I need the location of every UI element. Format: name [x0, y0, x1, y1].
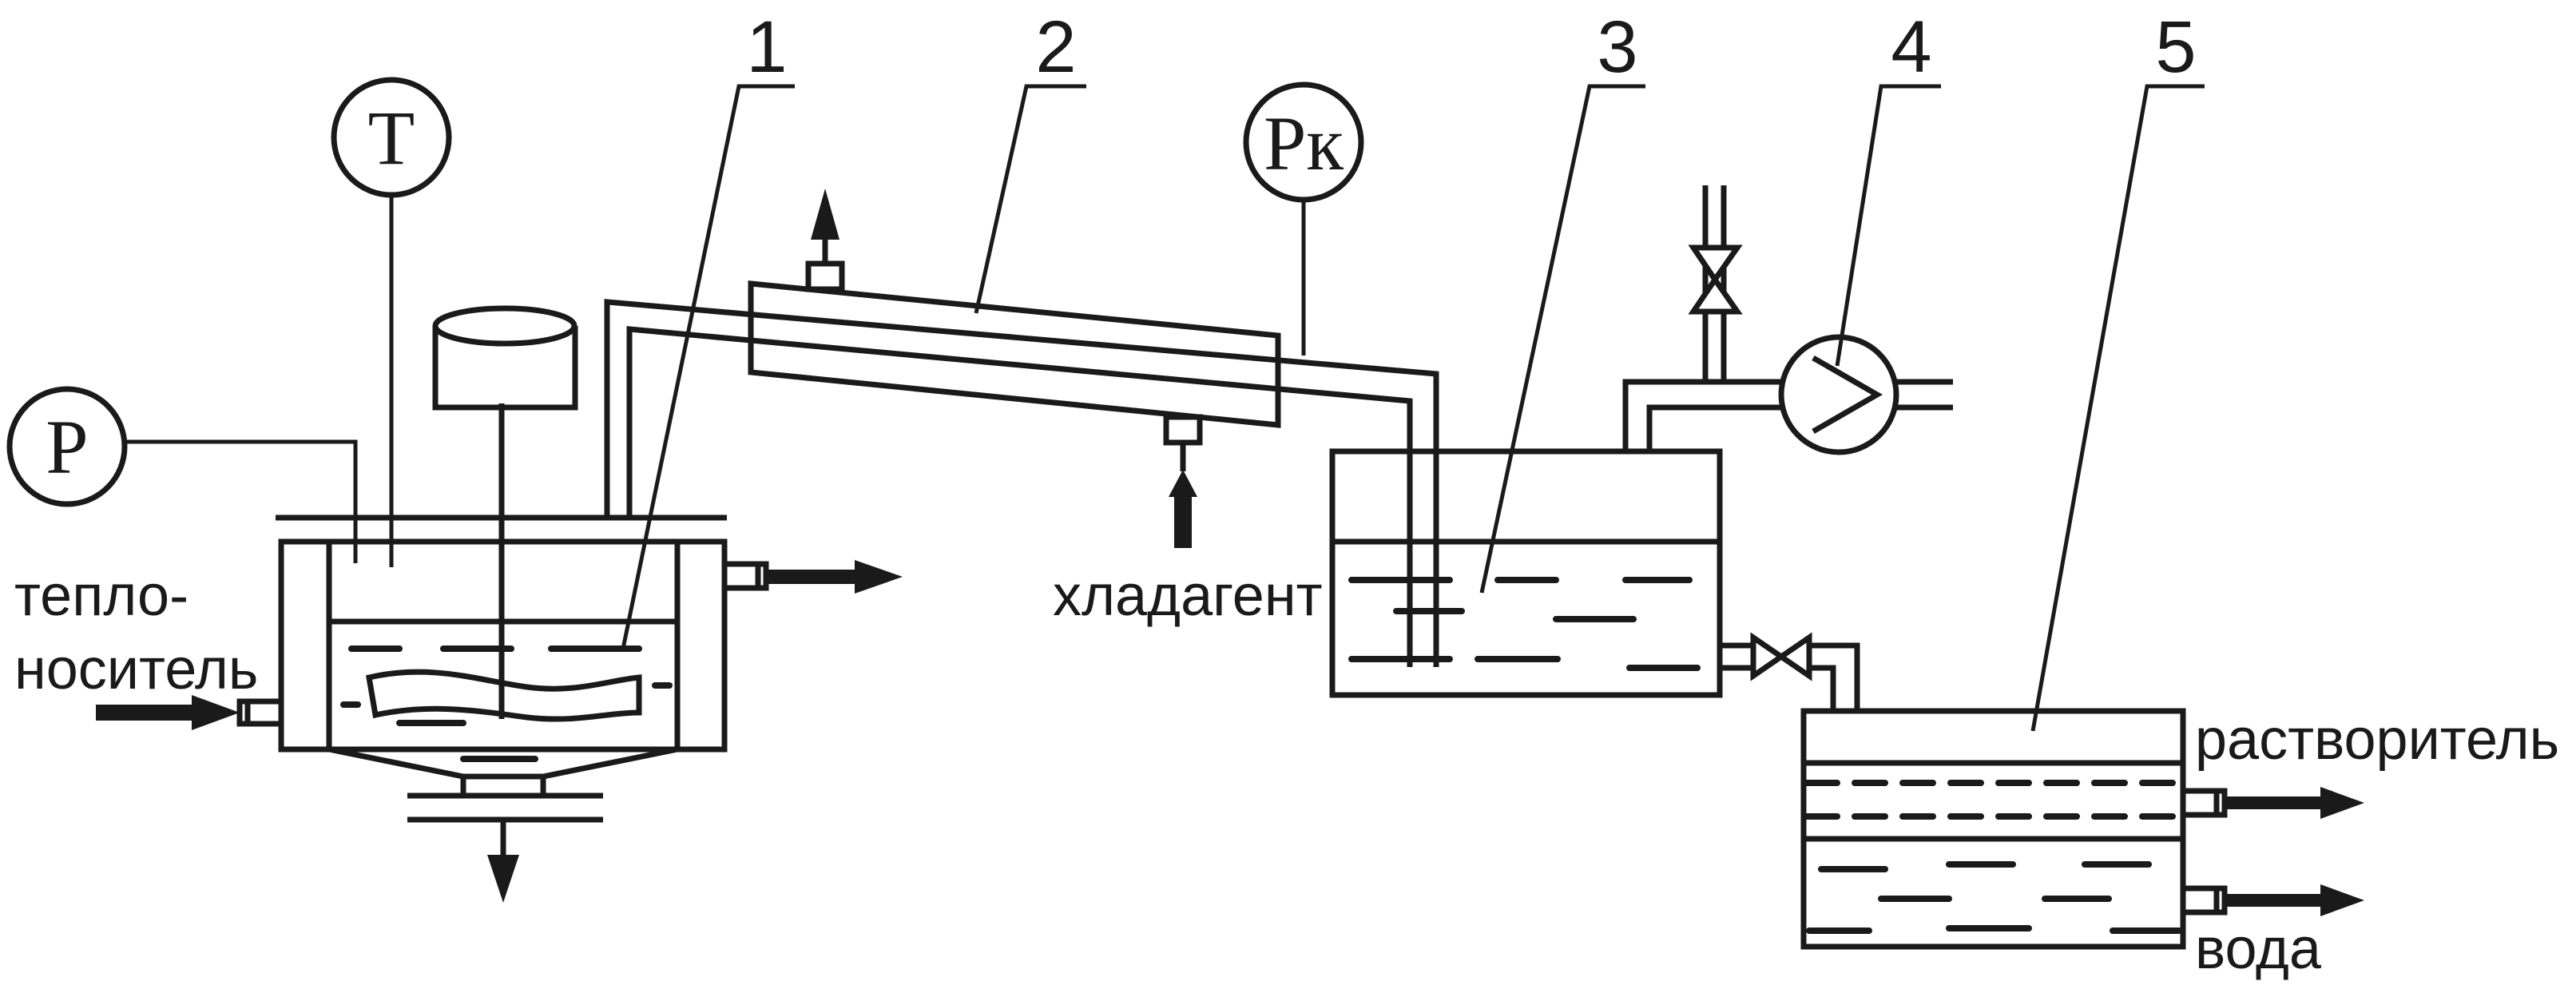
condenser-pressure-gauge: Рк [1243, 81, 1364, 356]
callout-3: 3 [1479, 6, 1645, 594]
callout-2-number: 2 [1035, 6, 1076, 88]
callout-3-number: 3 [1597, 6, 1637, 88]
condenser-pressure-gauge-label: Рк [1264, 101, 1344, 186]
coolant-label: хладагент [1053, 564, 1323, 628]
pressure-gauge-label: P [46, 404, 88, 490]
callout-1: 1 [621, 6, 795, 649]
callout-2: 2 [974, 6, 1086, 314]
temperature-gauge-label: T [368, 95, 415, 181]
heat-carrier-label-line2: носитель [14, 638, 258, 701]
callout-5-number: 5 [2155, 6, 2196, 88]
separator-tank: растворитель вода [1800, 708, 2559, 981]
callout-4: 4 [1835, 6, 1941, 367]
temperature-gauge: T [331, 77, 452, 567]
reactor-vessel [96, 305, 903, 903]
callout-5: 5 [2030, 6, 2205, 732]
pressure-gauge: P [6, 386, 358, 563]
heat-carrier-label-line1: тепло- [14, 564, 189, 628]
condenser: хладагент [604, 189, 1439, 667]
callout-4-number: 4 [1891, 6, 1931, 88]
solvent-label: растворитель [2195, 708, 2559, 772]
water-label: вода [2195, 917, 2322, 981]
callout-1-number: 1 [746, 6, 787, 88]
receiver-tank [1329, 185, 1860, 711]
vacuum-pump [1778, 334, 1953, 455]
